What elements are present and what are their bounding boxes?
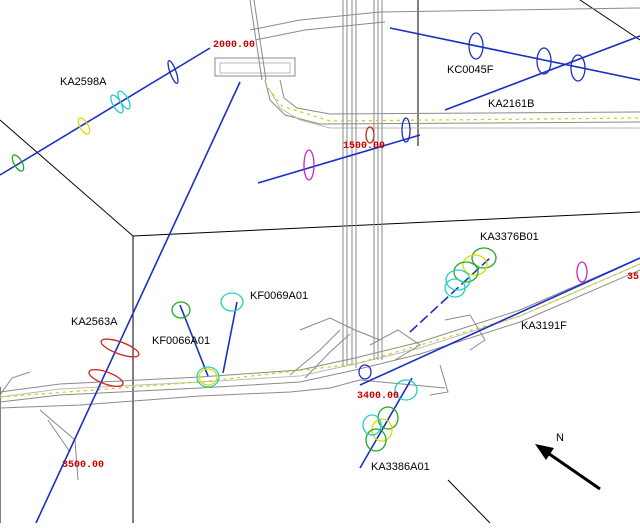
borehole-ka2161b xyxy=(444,35,640,111)
borehole-ka3191f xyxy=(359,257,640,386)
borehole-ka3386a01 xyxy=(359,377,413,469)
chainage-labels: 2000.00 3400.00 3500.00 1500.00 35 xyxy=(62,40,639,471)
borehole-ka2563a xyxy=(35,81,241,524)
label-ka3191f: KA3191F xyxy=(521,320,567,332)
label-ka3386a01: KA3386A01 xyxy=(371,461,430,473)
label-kc0045f: KC0045F xyxy=(447,64,494,76)
label-ka3376b01: KA3376B01 xyxy=(480,231,539,243)
chainage-top: 2000.00 xyxy=(213,40,255,51)
arrow-head-icon xyxy=(535,444,554,460)
borehole-kc0045f xyxy=(389,27,640,81)
chainage-mid: 3400.00 xyxy=(357,391,399,402)
north-arrow: N xyxy=(535,432,601,491)
borehole-lines xyxy=(0,27,640,524)
label-ka2161b: KA2161B xyxy=(488,98,534,110)
north-label: N xyxy=(556,432,564,444)
borehole-upper-crossing xyxy=(257,134,421,184)
borehole-labels: KA2598A KC0045F KA2161B KA3376B01 KA3191… xyxy=(60,64,567,473)
vertical-shafts xyxy=(249,0,383,368)
chainage-left: 3500.00 xyxy=(62,460,104,471)
packer-rings xyxy=(11,32,588,452)
borehole-ka2598a xyxy=(0,47,211,176)
label-kf0069a01: KF0069A01 xyxy=(250,290,308,302)
label-ka2563a: KA2563A xyxy=(71,316,118,328)
borehole-kf0069a01 xyxy=(222,301,238,374)
label-kf0066a01: KF0066A01 xyxy=(152,335,210,347)
label-ka2598a: KA2598A xyxy=(60,76,107,88)
tunnel-system xyxy=(0,7,640,481)
chainage-upper: 1500.00 xyxy=(343,141,385,152)
chainage-right-edge: 35 xyxy=(627,272,639,283)
tunnel-centerlines xyxy=(0,87,640,398)
borehole-ka3376b01 xyxy=(409,257,491,333)
